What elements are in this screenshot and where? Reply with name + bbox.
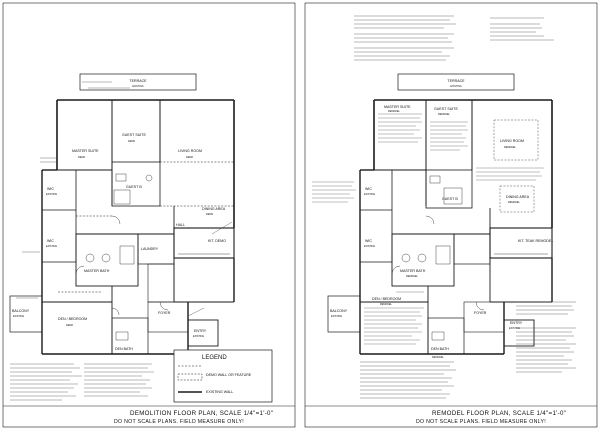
- room-status-wic-2: EXISTING: [46, 245, 57, 248]
- room-label-entry: ENTRY: [510, 321, 523, 325]
- remodel-plan-drawing: TERRACE EXISTING MASTER SUITE REMODEL GU…: [304, 2, 598, 428]
- room-label-guest-suite: GUEST SUITE: [434, 107, 458, 111]
- room-label-wic-2: WIC: [365, 239, 372, 243]
- room-label-balcony: BALCONY: [12, 309, 30, 313]
- demolition-sheet: TERRACE EXISTING MASTER SUITE DEMO GUEST…: [2, 2, 296, 428]
- room-label-foyer: FOYER: [158, 311, 171, 315]
- room-status-master-bath: REMODEL: [406, 275, 418, 278]
- room-label-wic-1: WIC: [365, 187, 372, 191]
- room-label-balcony: BALCONY: [330, 309, 348, 313]
- room-status-wic-1: EXISTING: [46, 193, 57, 196]
- room-label-kitchen: KIT. TEAK REMODEL: [518, 239, 553, 243]
- room-label-wic-1: WIC: [47, 187, 54, 191]
- room-status-dining: REMODEL: [508, 201, 520, 204]
- room-label-den: DEN / BEDROOM: [372, 297, 401, 301]
- room-status-balcony: EXISTING: [13, 315, 24, 318]
- room-status-entry: EXISTING: [509, 327, 520, 330]
- room-status-wic-1: EXISTING: [364, 193, 375, 196]
- demolition-plan-drawing: TERRACE EXISTING MASTER SUITE DEMO GUEST…: [2, 2, 296, 428]
- room-label-dining: DINING AREA: [202, 207, 226, 211]
- room-status-den-bath: REMODEL: [432, 356, 444, 359]
- room-label-wic-2: WIC: [47, 239, 54, 243]
- legend: [173, 349, 273, 403]
- room-label-master-suite: MASTER SUITE: [72, 149, 99, 153]
- room-status-balcony: EXISTING: [331, 315, 342, 318]
- room-label-living-room: LIVING ROOM: [178, 149, 202, 153]
- room-label-entry: ENTRY: [194, 329, 207, 333]
- room-status-terrace: EXISTING: [132, 85, 143, 88]
- legend-item-existing-wall: EXISTING WALL: [206, 390, 233, 394]
- room-label-living-room: LIVING ROOM: [500, 139, 524, 143]
- room-status-guest-suite: DEMO: [128, 140, 135, 143]
- room-status-den: REMODEL: [380, 303, 392, 306]
- room-label-kitchen: KIT. DEMO: [208, 239, 226, 243]
- room-label-guest-bath: GUEST B: [442, 197, 458, 201]
- room-label-hall: HALL: [176, 223, 185, 227]
- sheet-subtitle-remodel: DO NOT SCALE PLANS. FIELD MEASURE ONLY!: [416, 419, 546, 425]
- room-label-master-bath: MASTER BATH: [84, 269, 110, 273]
- room-label-terrace: TERRACE: [129, 79, 147, 83]
- room-label-dining: DINING AREA: [506, 195, 530, 199]
- room-status-terrace: EXISTING: [450, 85, 461, 88]
- room-label-master-bath: MASTER BATH: [400, 269, 426, 273]
- room-label-guest-suite: GUEST SUITE: [122, 133, 146, 137]
- sheet-title-demolition: DEMOLITION FLOOR PLAN, SCALE 1/4"=1'-0": [130, 410, 273, 417]
- room-status-wic-2: EXISTING: [364, 245, 375, 248]
- room-label-foyer: FOYER: [474, 311, 487, 315]
- remodel-sheet: TERRACE EXISTING MASTER SUITE REMODEL GU…: [304, 2, 598, 428]
- room-status-den: DEMO: [66, 324, 73, 327]
- room-label-terrace: TERRACE: [447, 79, 465, 83]
- room-label-laundry: LAUNDRY: [141, 247, 159, 251]
- legend-item-demo-wall: DEMO WALL OR FEATURE: [206, 373, 252, 377]
- room-label-guest-bath: GUEST B: [126, 185, 142, 189]
- room-status-dining: DEMO: [206, 213, 213, 216]
- room-label-den-bath: DEN BATH: [115, 347, 133, 351]
- room-status-master-suite: DEMO: [78, 156, 85, 159]
- legend-title: LEGEND: [202, 355, 227, 361]
- room-status-entry: EXISTING: [193, 335, 204, 338]
- room-status-living-room: DEMO: [186, 156, 193, 159]
- room-status-guest-suite: REMODEL: [438, 113, 450, 116]
- room-label-den: DEN / BEDROOM: [58, 317, 87, 321]
- room-status-master-suite: REMODEL: [388, 110, 400, 113]
- room-status-living-room: REMODEL: [504, 146, 516, 149]
- sheet-subtitle-demolition: DO NOT SCALE PLANS. FIELD MEASURE ONLY!: [114, 419, 244, 425]
- room-label-den-bath: DEN BATH: [431, 347, 449, 351]
- sheet-title-remodel: REMODEL FLOOR PLAN, SCALE 1/4"=1'-0": [432, 410, 566, 417]
- room-label-master-suite: MASTER SUITE: [384, 105, 411, 109]
